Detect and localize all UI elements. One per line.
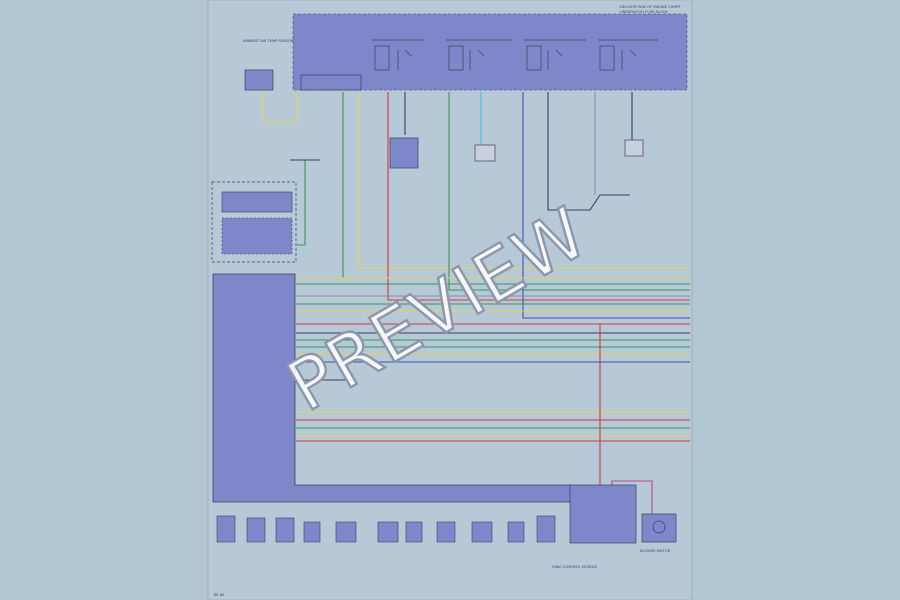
horizontal-wires [296, 277, 690, 515]
fuse-box-title: DELIVERY BOX OF ENGINE COMPT [620, 5, 682, 9]
compressor-clutch [389, 137, 419, 169]
connector-lower [221, 217, 293, 255]
bottom-switches [216, 515, 556, 543]
blower-motor [641, 513, 677, 543]
module-bottom-label: HVAC CONTROL MODULE [552, 565, 598, 569]
ambient-sensor-box [244, 69, 274, 91]
page-number: 8E-85 [214, 593, 224, 597]
sensor-left-label: AMBIENT AIR TEMP SENSOR [243, 39, 294, 43]
vertical-wires [262, 92, 690, 319]
blower-motor-symbol [652, 520, 666, 534]
left-connector-box [211, 181, 297, 263]
connector-upper [221, 191, 293, 213]
relay-group [300, 39, 658, 91]
cooling-fan [474, 144, 496, 162]
fuse-box-subtitle: UNDERHOOD FUSE BLOCK [620, 10, 668, 14]
pressure-sensor [624, 139, 644, 157]
hvac-module [569, 484, 637, 544]
relay-box [292, 13, 688, 91]
motor-right-label: BLOWER MOTOR [640, 549, 671, 553]
